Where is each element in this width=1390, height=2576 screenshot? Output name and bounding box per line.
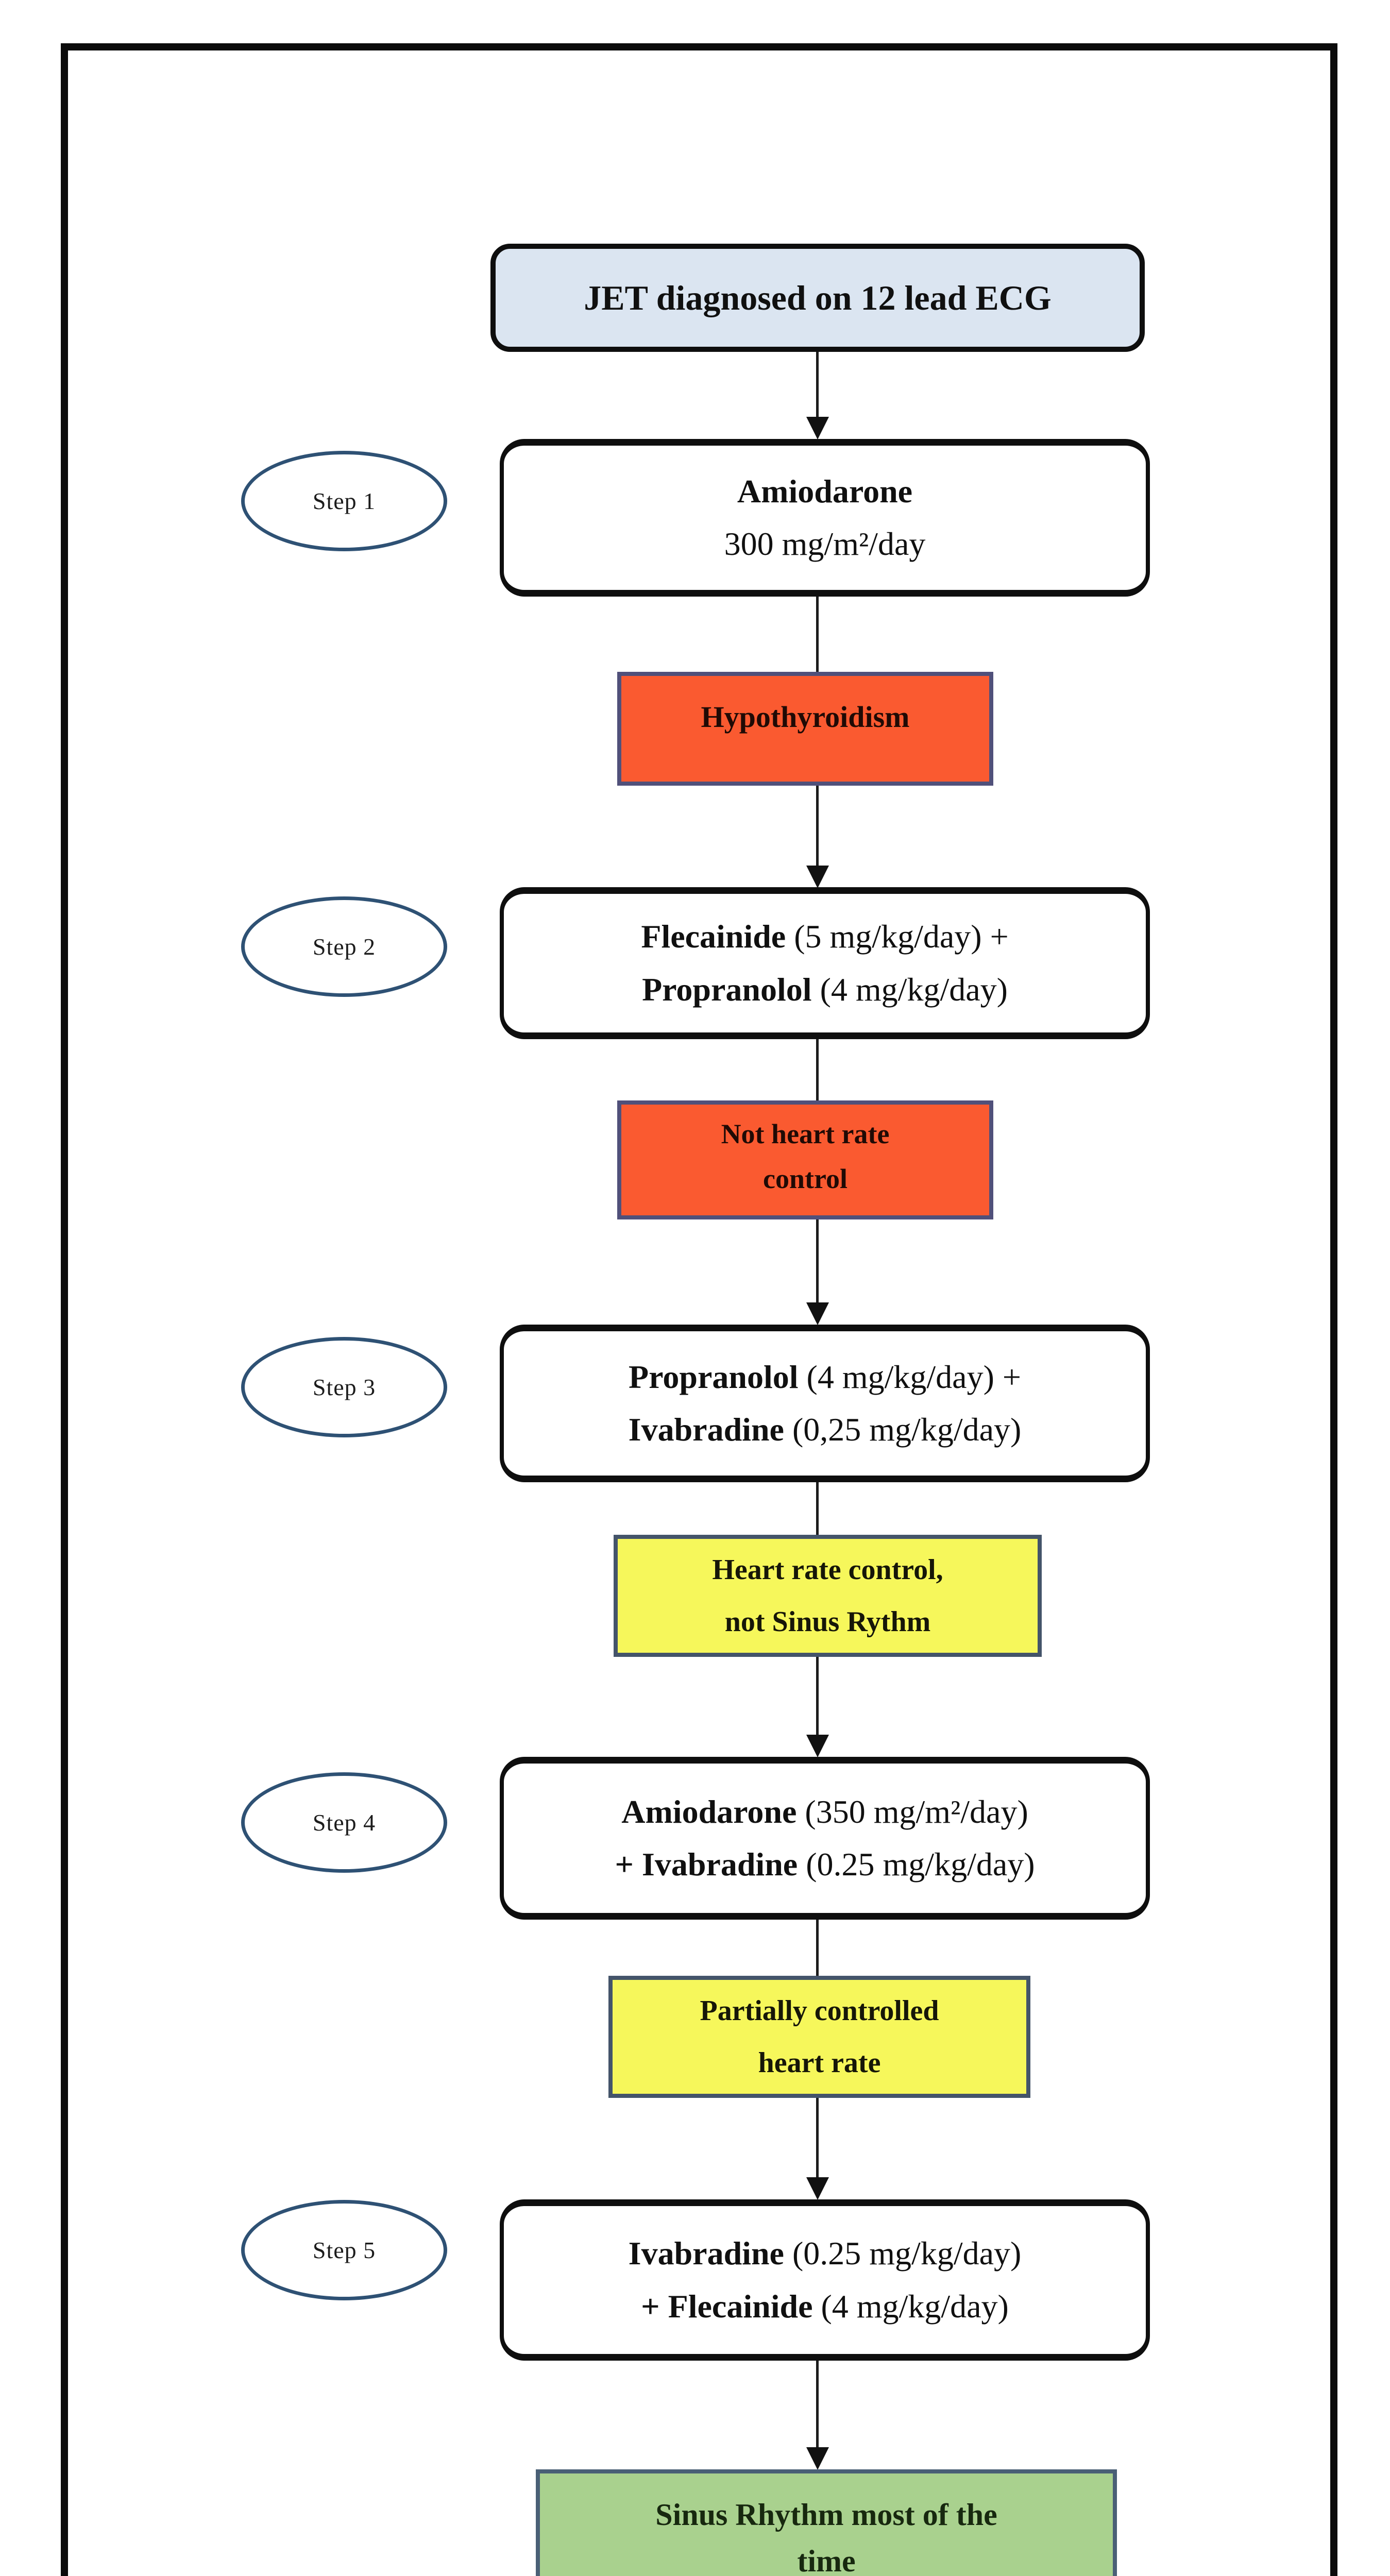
step-label: Step 4 — [312, 1809, 376, 1836]
treatment-line: 300 mg/m²/day — [724, 526, 926, 562]
flow-node-treatment-step-1: Amiodarone 300 mg/m²/day — [500, 439, 1150, 597]
connector-line — [816, 1219, 819, 1305]
treatment-line: Propranolol (4 mg/kg/day) — [642, 971, 1008, 1008]
outcome-box-sinus-rhythm: Sinus Rhythm most of the time — [536, 2469, 1117, 2576]
flow-node-treatment-step-2: Flecainide (5 mg/kg/day) + Propranolol (… — [500, 887, 1150, 1039]
connector-line — [816, 1920, 819, 1976]
treatment-line: Amiodarone (350 mg/m²/day) — [621, 1793, 1028, 1830]
status-box-partially-controlled: Partially controlled heart rate — [608, 1976, 1030, 2098]
treatment-line: + Flecainide (4 mg/kg/day) — [641, 2287, 1009, 2325]
connector-line — [816, 786, 819, 868]
jet-diagnosis-label: JET diagnosed on 12 lead ECG — [584, 278, 1052, 317]
arrow-down-icon — [806, 2447, 829, 2470]
step-oval-3: Step 3 — [241, 1337, 447, 1437]
step-label: Step 2 — [312, 934, 376, 960]
step-label: Step 5 — [312, 2237, 376, 2263]
treatment-line: Flecainide (5 mg/kg/day) + — [641, 918, 1009, 955]
connector-line — [816, 1482, 819, 1535]
treatment-line: + Ivabradine (0.25 mg/kg/day) — [615, 1846, 1035, 1883]
arrow-down-icon — [806, 1302, 829, 1325]
connector-line — [816, 1039, 819, 1100]
arrow-down-icon — [806, 417, 829, 439]
treatment-line: Ivabradine (0,25 mg/kg/day) — [628, 1411, 1022, 1448]
status-box-heart-rate-control-no-sinus: Heart rate control, not Sinus Rythm — [614, 1535, 1042, 1657]
step-label: Step 3 — [312, 1374, 376, 1400]
connector-line — [816, 1657, 819, 1737]
connector-line — [816, 352, 819, 419]
treatment-line: Ivabradine (0.25 mg/kg/day) — [628, 2235, 1022, 2272]
flow-node-treatment-step-3: Propranolol (4 mg/kg/day) + Ivabradine (… — [500, 1325, 1150, 1482]
flow-node-jet-diagnosis: JET diagnosed on 12 lead ECG — [490, 244, 1145, 352]
step-oval-1: Step 1 — [241, 451, 447, 551]
step-oval-2: Step 2 — [241, 896, 447, 997]
treatment-line: Amiodarone — [737, 472, 913, 510]
arrow-down-icon — [806, 2177, 829, 2200]
flow-node-treatment-step-5: Ivabradine (0.25 mg/kg/day) + Flecainide… — [500, 2199, 1150, 2361]
arrow-down-icon — [806, 1735, 829, 1757]
treatment-line: Propranolol (4 mg/kg/day) + — [629, 1358, 1021, 1395]
connector-line — [816, 2361, 819, 2450]
connector-line — [816, 2098, 819, 2180]
figure-frame: JET diagnosed on 12 lead ECG Step 1 Step… — [61, 43, 1337, 2576]
flow-node-treatment-step-4: Amiodarone (350 mg/m²/day) + Ivabradine … — [500, 1757, 1150, 1920]
status-box-not-heart-rate-control: Not heart rate control — [617, 1100, 993, 1219]
step-label: Step 1 — [312, 488, 376, 514]
status-box-hypothyroidism: Hypothyroidism — [617, 672, 993, 786]
step-oval-5: Step 5 — [241, 2200, 447, 2300]
step-oval-4: Step 4 — [241, 1772, 447, 1873]
arrow-down-icon — [806, 866, 829, 888]
connector-line — [816, 597, 819, 672]
